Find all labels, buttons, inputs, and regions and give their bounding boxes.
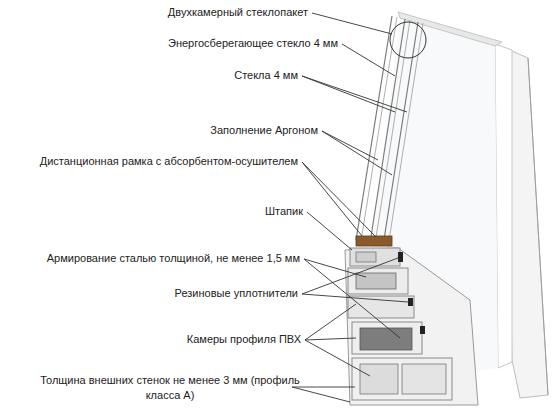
part-label: Толщина внешних стенок не менее 3 мм (пр…: [40, 373, 300, 403]
part-label: Энергосберегающее стекло 4 мм: [168, 36, 338, 51]
part-label: Двухкамерный стеклопакет: [168, 5, 308, 20]
part-label: Заполнение Аргоном: [210, 123, 318, 138]
part-label: Дистанционная рамка с абсорбентом-осушит…: [40, 154, 298, 169]
part-label: Армирование сталью толщиной, не менее 1,…: [47, 251, 300, 266]
part-label: Резиновые уплотнители: [175, 286, 298, 301]
part-label: Камеры профиля ПВХ: [187, 332, 301, 347]
part-label: Стекла 4 мм: [234, 68, 298, 83]
part-label: Штапик: [265, 204, 303, 219]
